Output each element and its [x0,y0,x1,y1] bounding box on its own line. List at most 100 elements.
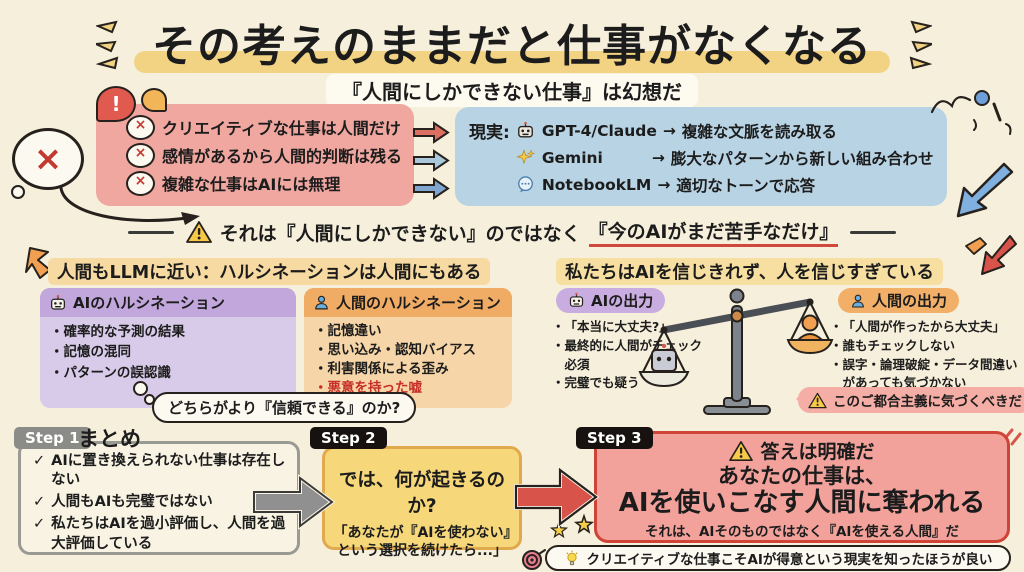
model-capability: 膨大なパターンから新しい組み合わせ [670,149,934,168]
x-thought-icon: × [126,170,155,196]
hallucination-section-header: 人間もLLMに近い：ハルシネーションは人間にもある [48,258,491,285]
big-x-thought-icon: × [11,128,84,199]
band-dash-left [127,230,174,234]
sparkles-icon [516,148,536,168]
human-output-title: 人間の出力 [872,292,948,310]
exclamation-bubble-icon: ! [96,86,136,122]
person-icon [313,294,330,311]
warning-highlight: 『今のAIがまだ苦手なだけ』 [588,217,839,247]
title-highlight-bar [134,51,890,73]
list-item: 誤字・論理破綻・データ間違いがあっても気づかない [830,356,1018,394]
step3-alert-text: 答えは明確だ [760,441,875,463]
myth-item: × 複雑な仕事はAIには無理 [126,169,406,197]
red-block-arrow-icon [514,466,600,528]
model-name: Gemini [541,148,603,167]
list-item: 記憶の混同 [50,342,288,362]
step3-line3: それは、AIそのものではなく『AIを使える人間』だ [644,524,960,541]
warning-prefix: それは『人間にしかできない』のではなく [219,222,581,245]
warning-band-text: それは『人間にしかできない』のではなく『今のAIがまだ苦手なだけ』 [185,217,839,247]
trust-section-header: 私たちはAIを信じきれず、人を信じすぎている [556,258,943,285]
ai-output-pill: AIの出力 [556,288,666,313]
step2-heading: では、何が起きるのか? [338,470,506,517]
subtitle: 『人間にしかできない仕事』は幻想だ [326,74,698,107]
myth-to-reality-arrows [412,116,450,205]
step3-line1: あなたの仕事は、 [718,464,886,488]
step2-badge: Step 2 [310,427,387,449]
step3-line2: AIを使いこなす人間に奪われる [618,488,986,519]
chat-bubble-icon [516,175,536,195]
human-output-list: 「人間が作ったから大丈夫」 誰もチェックしない 誤字・論理破綻・データ間違いがあ… [830,318,1018,393]
list-item: 記憶違い [314,322,504,341]
step3-alert-row: 答えは明確だ [597,437,1007,464]
step1-badge: Step 1 [14,427,91,449]
human-output-pill: 人間の出力 [838,288,960,313]
list-item: 思い込み・認知バイアス [314,341,504,360]
summary-item: 人間もAIも完璧ではない [33,493,289,512]
myth-text: 感情があるから人間的判断は残る [162,147,403,166]
convenience-warning-text: このご都合主義に気づくべきだ [833,394,1022,410]
person-icon [850,293,866,309]
reality-box: 現実: GPT-4/Claude → 複雑な文脈を読み取る Gemini → 膨… [455,107,947,206]
balance-scale-illustration [628,276,846,418]
model-capability: 複雑な文脈を読み取る [681,122,837,141]
warning-triangle-icon [185,221,212,243]
footer-tip-text: クリエイティブな仕事こそAIが得意という現実を知ったほうが良い [586,552,993,568]
ai-hallucination-card-header: AIのハルシネーション [40,288,296,317]
ai-hallucination-list: 確率的な予測の結果 記憶の混同 パターンの誤認識 [40,317,296,391]
model-capability: 適切なトーンで応答 [676,176,816,195]
step2-body: 「あなたが『AIを使わない』という選択を続けたら...」 [333,525,511,560]
lightbulb-icon [565,550,578,566]
dart-spiral-icon [522,549,546,570]
x-thought-icon: × [126,142,155,168]
list-item: 確率的な予測の結果 [50,322,288,342]
myths-box: × クリエイティブな仕事は人間だけ × 感情があるから人間的判断は残る × 複雑… [96,104,414,206]
robot-icon [49,294,67,312]
reality-row: NotebookLM → 適切なトーンで応答 [516,171,934,198]
human-hallucination-card-header: 人間のハルシネーション [304,288,512,317]
list-item: 「人間が作ったから大丈夫」 [830,318,1018,337]
model-name: NotebookLM [541,175,652,194]
x-thought-icon: × [126,114,155,140]
which-trustworthy-bubble: どちらがより『信頼できる』のか? [152,392,417,423]
warning-band: それは『人間にしかできない』のではなく『今のAIがまだ苦手なだけ』 [0,217,1024,247]
summary-item: AIに置き換えられない仕事は存在しない [33,452,289,490]
reality-row: GPT-4/Claude → 複雑な文脈を読み取る [516,117,934,144]
step3-badge: Step 3 [576,427,653,449]
gray-block-arrow-icon [252,474,336,530]
list-item: 完璧でも疑う [552,374,704,393]
ai-hallucination-card: AIのハルシネーション 確率的な予測の結果 記憶の混同 パターンの誤認識 [40,288,296,408]
step1-title: まとめ [78,427,141,451]
arrow-right-red-icon [413,121,450,144]
title-wrap: その考えのままだと仕事がなくなる [0,10,1024,74]
arrow-glyph: → [662,121,676,140]
thought-trail-icon [133,381,148,396]
list-item: 誰もチェックしない [830,337,1018,356]
myth-text: クリエイティブな仕事は人間だけ [162,119,401,138]
reality-row: Gemini → 膨大なパターンから新しい組み合わせ [516,144,934,171]
mini-bubble-icon [141,88,167,112]
ai-hallucination-title: AIのハルシネーション [73,294,225,312]
page-title: その考えのままだと仕事がなくなる [134,10,890,74]
summary-item: 私たちはAIを過小評価し、人間を過大評価している [33,515,289,553]
myth-item: × 感情があるから人間的判断は残る [126,141,406,169]
convenience-warning-bubble: このご都合主義に気づくべきだ [796,387,1024,413]
warning-triangle-icon [808,392,827,408]
band-dash-right [850,230,897,234]
warning-triangle-icon [729,440,754,461]
ai-output-title: AIの出力 [591,292,654,310]
list-item: 利害関係による歪み [314,360,504,379]
myth-item: × クリエイティブな仕事は人間だけ [126,113,406,141]
reality-label: 現実: [469,123,510,143]
step2-card: では、何が起きるのか? 「あなたが『AIを使わない』という選択を続けたら...」 [322,446,522,559]
robot-icon [568,292,585,309]
model-name: GPT-4/Claude [541,121,657,140]
reality-rows: GPT-4/Claude → 複雑な文脈を読み取る Gemini → 膨大なパタ… [516,115,934,200]
page-title-text: その考えのままだと仕事がなくなる [152,21,872,72]
step3-card: 答えは明確だ あなたの仕事は、 AIを使いこなす人間に奪われる それは、AIその… [594,431,1010,543]
arrow-right-lightblue-icon [413,149,450,172]
arrow-glyph: → [657,175,671,194]
list-item: 「本当に大丈夫?」 [552,318,704,337]
list-item: パターンの誤認識 [50,363,288,383]
robot-icon [516,121,536,141]
myth-text: 複雑な仕事はAIには無理 [162,175,341,194]
